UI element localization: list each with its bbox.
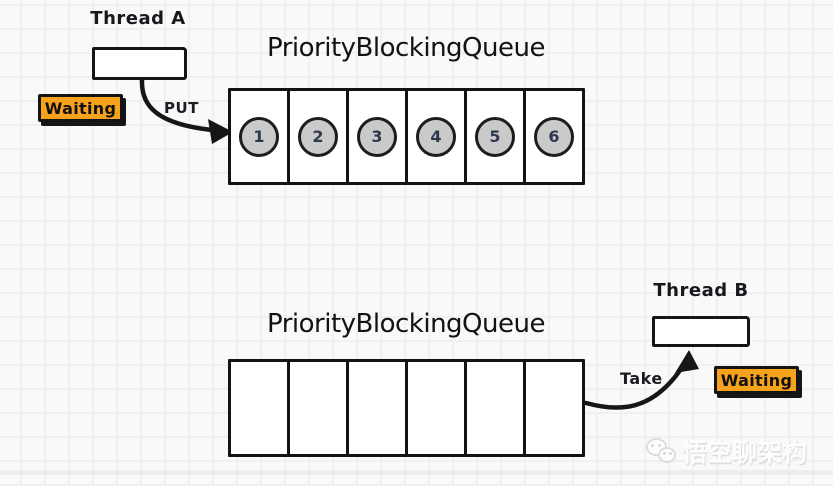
queue-cell: 3 [346,88,408,185]
top-queue-title: PriorityBlockingQueue [267,33,545,63]
top-queue: 1 2 3 4 5 6 [228,88,585,185]
queue-cell: 5 [464,88,526,185]
take-label: Take [620,369,663,388]
thread-b-label: Thread B [653,280,749,301]
queue-cell-empty [523,359,585,457]
watermark: 悟空聊架构 [645,433,807,469]
queue-cell-empty [346,359,408,457]
thread-a-label: Thread A [90,8,186,29]
queue-cell: 2 [287,88,349,185]
queue-cell-empty [405,359,467,457]
queue-cell: 4 [405,88,467,185]
thread-b-box [652,316,750,347]
queue-cell-empty [287,359,349,457]
thread-a-box [92,47,187,80]
queue-item-circle: 4 [416,116,456,157]
bottom-queue [228,359,585,457]
queue-cell-empty [464,359,526,457]
bottom-queue-title: PriorityBlockingQueue [267,309,545,339]
queue-item-circle: 5 [475,116,515,157]
queue-cell-empty [228,359,290,457]
queue-cell: 6 [523,88,585,185]
queue-item-circle: 6 [534,116,574,157]
queue-cell: 1 [228,88,290,185]
watermark-text: 悟空聊架构 [682,438,808,467]
put-label: PUT [164,99,199,117]
queue-item-circle: 3 [357,116,397,157]
bottom-grid-band [0,470,833,475]
queue-item-circle: 1 [239,116,279,157]
wechat-chat-bubbles-icon [645,435,677,467]
thread-b-waiting-badge: Waiting [714,366,799,394]
thread-a-waiting-badge: Waiting [38,94,123,122]
queue-item-circle: 2 [298,116,338,157]
